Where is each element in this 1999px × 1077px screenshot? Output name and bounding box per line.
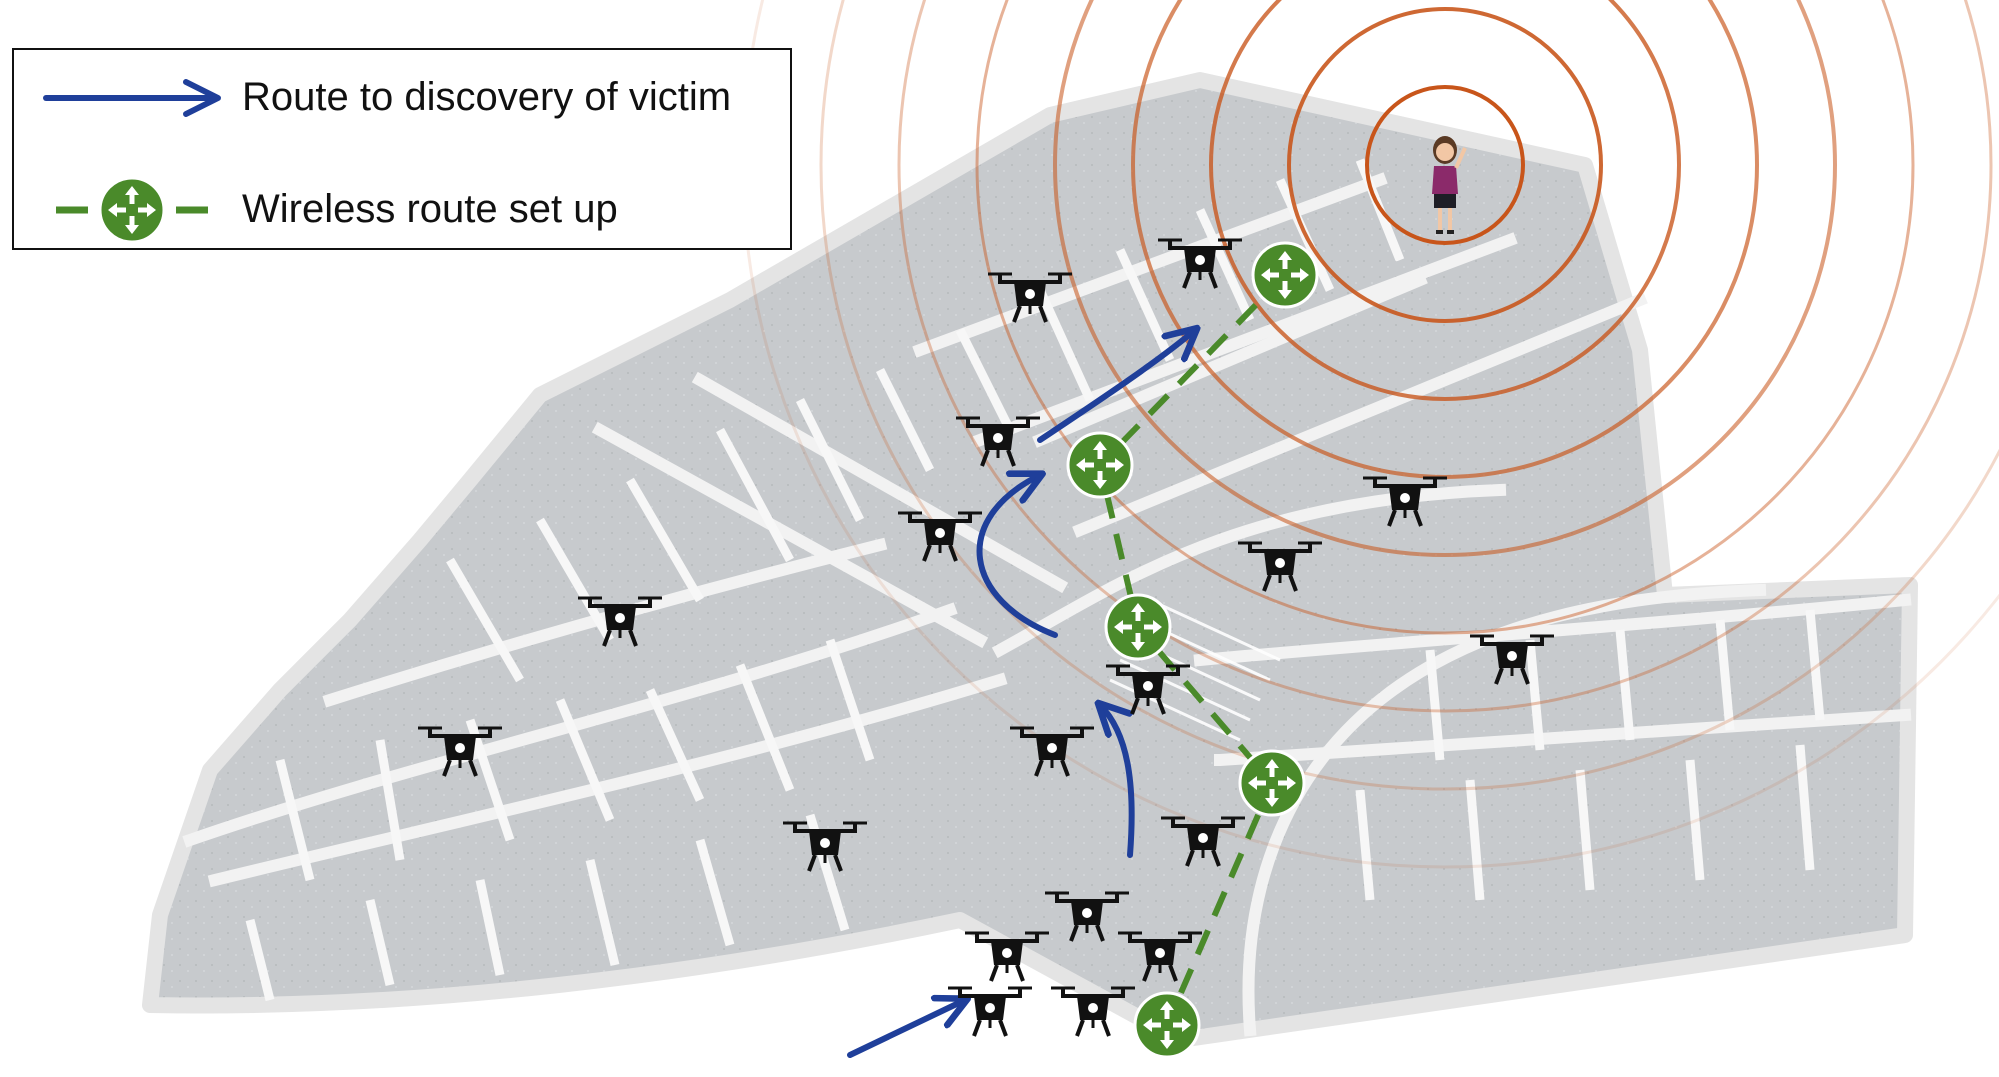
victim-person-icon [1432,136,1467,234]
signal-ring [897,0,1993,713]
signal-ring [1365,85,1525,245]
blue-arrow-icon [43,79,221,117]
route-arrow-4 [1037,330,1195,443]
legend-label-route: Route to discovery of victim [242,75,732,119]
signal-ring [975,0,1915,635]
signal-ring [1209,0,1681,401]
legend-item-route: Route to discovery of victim [14,56,790,136]
legend-label-wireless: Wireless route set up [242,187,618,231]
route-arrow-1 [847,1000,965,1058]
legend-item-wireless: Wireless route set up [14,168,790,248]
route-arrow-2 [1100,705,1135,858]
route-arrow-3 [976,475,1058,638]
route-arrows [847,330,1195,1058]
signal-ring [819,0,1999,791]
legend: Route to discovery of victim Wireless ro… [12,48,792,250]
wireless-router-icon [1133,991,1201,1059]
signal-ring [1053,0,1837,557]
wireless-router-icon [1251,241,1319,309]
wireless-router-icon [1104,593,1172,661]
signal-ring [1287,7,1603,323]
wireless-router-icon [1066,431,1134,499]
wireless-router-icon [1238,749,1306,817]
drone-icon [946,986,1034,1038]
wireless-router-icon [56,176,208,244]
